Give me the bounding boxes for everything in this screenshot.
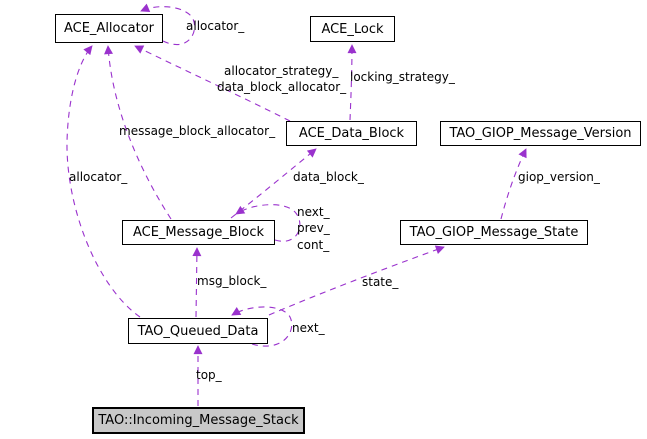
edge-label-msg-block: msg_block_ <box>197 274 267 288</box>
class-node-ace-lock[interactable]: ACE_Lock <box>310 16 395 42</box>
edge-label-giop-version: giop_version_ <box>518 170 600 184</box>
class-node-tao-queued-data[interactable]: TAO_Queued_Data <box>128 318 268 344</box>
edge-label-next-qd: next_ <box>292 321 325 335</box>
edge-label-locking-strategy: locking_strategy_ <box>350 70 455 84</box>
class-node-ace-data-block[interactable]: ACE_Data_Block <box>286 121 417 146</box>
class-node-tao-incoming-message-stack[interactable]: TAO::Incoming_Message_Stack <box>92 407 305 434</box>
edge-label-top: top_ <box>196 368 222 382</box>
edge-giop-state-to-giop-version <box>500 148 527 220</box>
edge-label-message-block-allocator: message_block_allocator_ <box>119 124 276 138</box>
edge-label-allocator-strategy: allocator_strategy_ <box>224 64 339 78</box>
edge-label-next-mb: next_ <box>297 205 330 219</box>
edge-queued-data-self-loop <box>231 306 293 347</box>
class-node-tao-giop-message-version[interactable]: TAO_GIOP_Message_Version <box>440 121 641 146</box>
edge-label-data-block-allocator: data_block_allocator_ <box>217 80 347 94</box>
class-node-tao-giop-message-state[interactable]: TAO_GIOP_Message_State <box>400 220 588 245</box>
edge-label-data-block: data_block_ <box>293 170 364 184</box>
edge-queued-data-to-message-block <box>192 247 202 318</box>
edge-message-block-self-loop <box>235 204 301 242</box>
edge-message-block-to-allocator <box>104 45 172 220</box>
class-node-ace-message-block[interactable]: ACE_Message_Block <box>122 220 275 245</box>
edge-queued-data-to-giop-state <box>268 245 445 316</box>
edge-data-block-to-lock <box>347 44 357 121</box>
edge-label-allocator-self: allocator_ <box>186 19 245 33</box>
edge-label-allocator-left: allocator_ <box>69 170 128 184</box>
edge-label-state: state_ <box>362 275 399 289</box>
edge-label-cont-mb: cont_ <box>297 238 330 252</box>
edge-label-prev-mb: prev_ <box>297 221 330 235</box>
edge-queued-data-to-allocator <box>66 45 141 318</box>
class-node-ace-allocator[interactable]: ACE_Allocator <box>55 14 163 43</box>
edge-data-block-to-allocator <box>134 45 291 122</box>
